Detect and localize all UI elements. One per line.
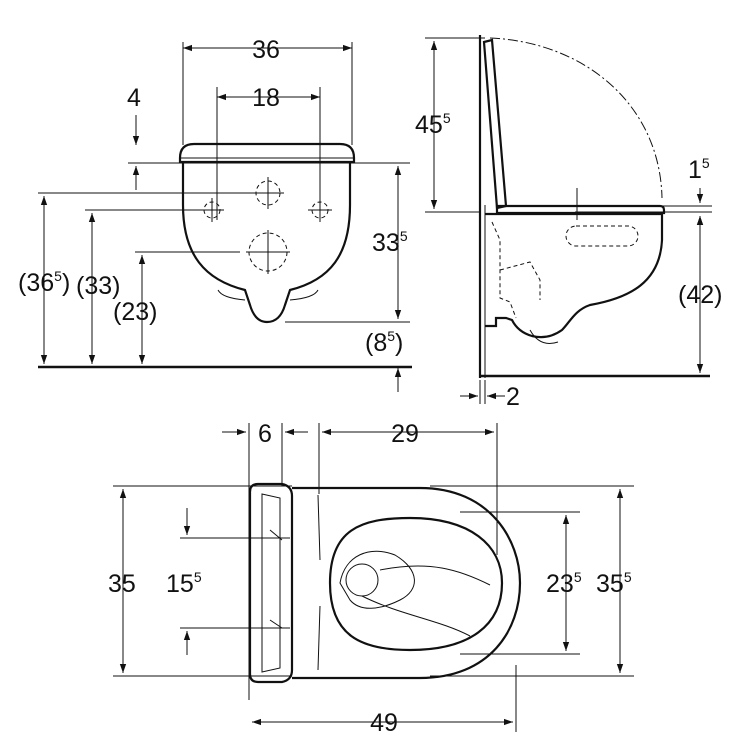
dim-wall-gap: 2 (506, 383, 520, 411)
side-lid (482, 38, 508, 210)
front-bowl (181, 163, 352, 324)
dim-bowl-outer-width: 355 (596, 569, 632, 598)
top-bowl-outer (292, 486, 522, 680)
top-outlet (345, 563, 379, 597)
dim-outlet-height: (85) (365, 328, 403, 357)
dim-fixing-spacing: 18 (252, 84, 280, 112)
front-view: 36 18 4 (365) (33) (23) 335 (85) (18, 36, 412, 392)
dim-bowl-height: 335 (372, 228, 408, 257)
dim-rim-offset: 4 (127, 84, 141, 112)
dim-inner-depth: 29 (391, 420, 419, 448)
dim-fixing-spacing-top: 155 (166, 569, 202, 598)
front-fixing-holes (200, 177, 332, 274)
top-seat-rear (248, 482, 294, 684)
dim-bowl-inner-width: 235 (546, 569, 582, 598)
dim-seat-height: (42) (678, 281, 722, 309)
dim-lid-height: 455 (415, 110, 451, 139)
lid-swing-arc (489, 37, 663, 199)
dim-rim-height: (365) (18, 268, 70, 297)
side-seat (495, 204, 666, 215)
dim-overall-length: 49 (370, 709, 398, 737)
top-view: 6 29 35 155 235 355 49 (108, 420, 634, 737)
top-bowl-inner (328, 516, 504, 652)
side-view: 455 15 (42) 2 (415, 35, 722, 411)
side-bowl (485, 212, 664, 339)
dim-inlet-height: (23) (113, 298, 157, 326)
dim-total-width: 36 (252, 36, 280, 64)
dim-rear-depth: 6 (258, 420, 272, 448)
front-seat (178, 142, 356, 164)
dim-fixing-height: (33) (76, 272, 120, 300)
dim-seat-thickness: 15 (688, 155, 710, 184)
dim-overall-width: 35 (108, 570, 136, 598)
